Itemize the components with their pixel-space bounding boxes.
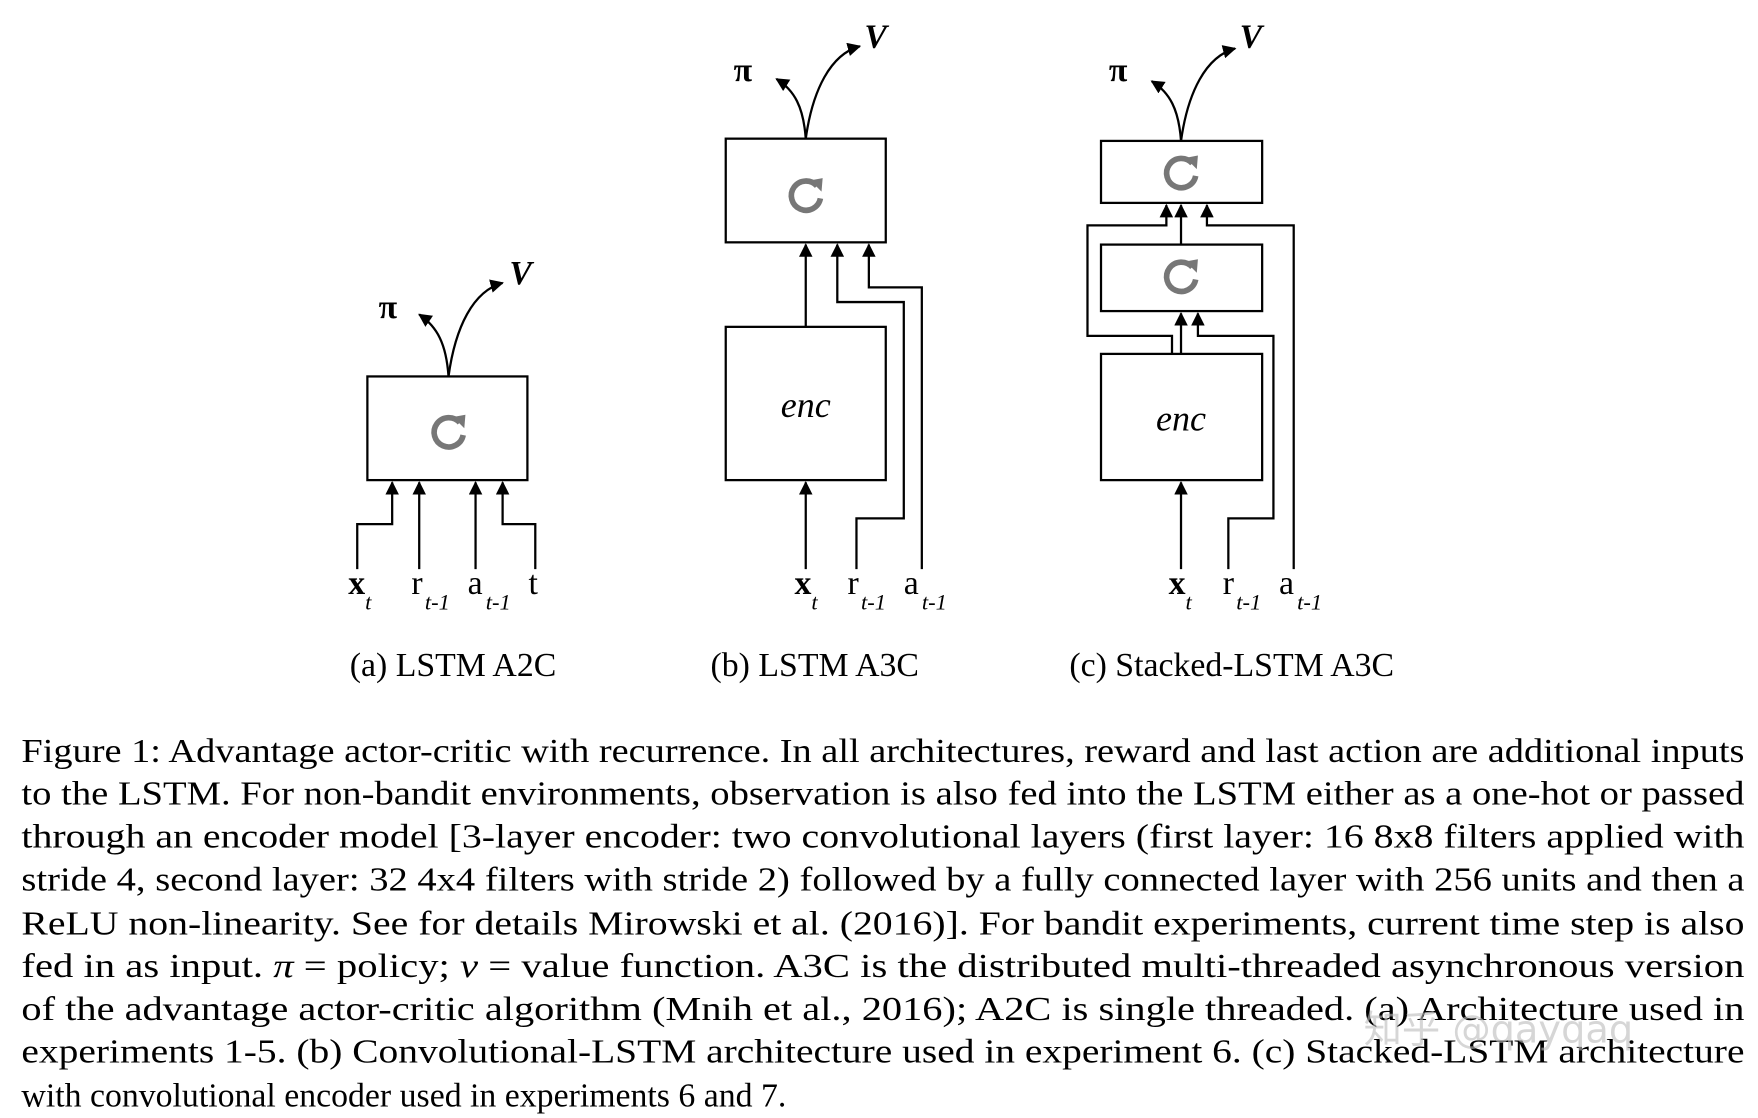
value-label: V <box>864 18 889 55</box>
lstm-box <box>724 137 887 244</box>
subscript: t <box>811 590 818 615</box>
policy-arrow <box>775 77 807 139</box>
subscript: t-1 <box>425 590 450 615</box>
input-x: x <box>1169 565 1186 602</box>
policy-arrow <box>1150 80 1183 141</box>
subscript: t-1 <box>1236 590 1261 615</box>
figure-caption: Figure 1: Advantage actor-critic with re… <box>21 733 1744 1115</box>
encoder-label: enc <box>1156 399 1206 439</box>
caption-line: ReLU non-linearity. See for details Miro… <box>21 905 1744 942</box>
caption-text: = value function. A3C is the distributed… <box>478 948 1744 985</box>
caption-line: fed in as input. π = policy; v = value f… <box>21 948 1744 985</box>
input-r: r <box>1223 565 1234 602</box>
value-arrow <box>1179 45 1237 142</box>
panel-caption: (c) Stacked-LSTM A3C <box>1069 647 1394 684</box>
lstm-box-top <box>1099 139 1264 205</box>
policy-label: π <box>1109 52 1128 89</box>
skip-connection-line <box>1086 203 1174 354</box>
subscript: t <box>365 590 372 615</box>
policy-label: π <box>734 52 753 89</box>
input-r: r <box>411 565 422 602</box>
caption-line: experiments 1-5. (b) Convolutional-LSTM … <box>21 1034 1744 1071</box>
input-line <box>830 243 905 570</box>
caption-line: of the advantage actor-critic algorithm … <box>21 991 1744 1028</box>
policy-arrow <box>418 313 450 377</box>
encoder-label: enc <box>781 385 831 425</box>
math-symbol: v <box>460 948 478 985</box>
lstm-box <box>366 375 529 482</box>
panel-caption: (a) LSTM A2C <box>350 647 557 684</box>
watermark: 知乎 @qayqaq <box>1364 1007 1634 1052</box>
input-line <box>1191 311 1275 570</box>
caption-text: = policy; <box>294 948 460 985</box>
caption-line: to the LSTM. For non-bandit environments… <box>21 776 1744 813</box>
panel-caption: (b) LSTM A3C <box>711 647 919 684</box>
panel-c-stacked-lstm-a3c: enc π V x t r t-1 a t-1 (c) Stacked-LSTM… <box>1069 18 1394 684</box>
lstm-box-bottom <box>1099 243 1264 313</box>
encoder-box <box>724 325 887 482</box>
input-a: a <box>904 565 919 602</box>
input-a: a <box>1279 565 1294 602</box>
input-a: a <box>468 565 483 602</box>
subscript: t-1 <box>486 590 511 615</box>
input-x: x <box>794 565 811 602</box>
subscript: t-1 <box>861 590 886 615</box>
subscript: t-1 <box>1297 590 1322 615</box>
value-arrow <box>447 279 504 377</box>
input-r: r <box>847 565 858 602</box>
caption-line: through an encoder model [3-layer encode… <box>21 818 1744 855</box>
value-label: V <box>1240 18 1265 55</box>
panel-b-lstm-a3c: enc π V x t r t-1 a t-1 (b) LSTM A3C <box>711 18 947 684</box>
input-line <box>862 243 923 570</box>
subscript: t <box>1186 590 1193 615</box>
subscript: t-1 <box>922 590 947 615</box>
encoder-box <box>1099 352 1264 482</box>
math-symbol: π <box>273 948 295 985</box>
value-arrow <box>804 42 862 139</box>
input-line <box>495 481 537 570</box>
input-x: x <box>348 565 365 602</box>
caption-line: with convolutional encoder used in exper… <box>21 1078 786 1115</box>
caption-line: Figure 1: Advantage actor-critic with re… <box>21 733 1744 770</box>
input-line <box>1200 203 1295 570</box>
input-t: t <box>529 565 539 602</box>
panel-a-lstm-a2c: π V x t r t-1 a t-1 t (a) LSTM A2C <box>348 255 556 684</box>
input-line <box>356 481 399 570</box>
value-label: V <box>509 255 534 292</box>
policy-label: π <box>379 289 398 326</box>
caption-text: fed in as input. <box>21 948 273 985</box>
caption-line: stride 4, second layer: 32 4x4 filters w… <box>21 861 1744 898</box>
